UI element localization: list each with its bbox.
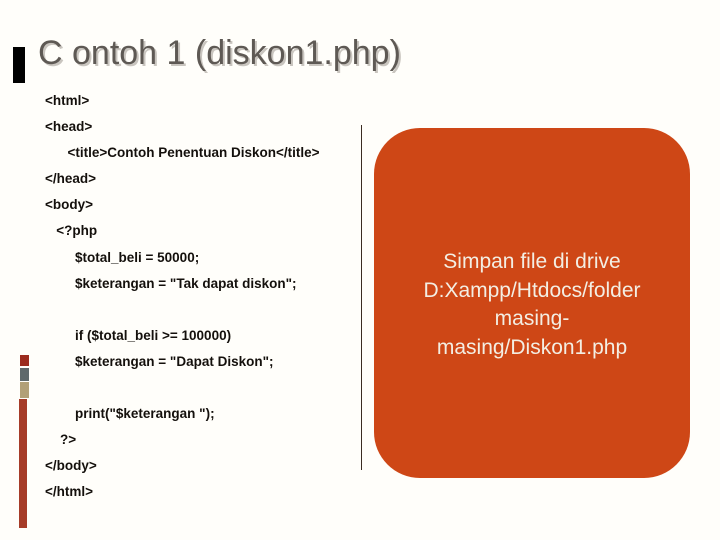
- decor-square-gray: [20, 368, 29, 381]
- code-line: <html>: [45, 93, 90, 108]
- code-line: </body>: [45, 458, 97, 474]
- code-line: $keterangan = "Dapat Diskon";: [45, 353, 274, 369]
- code-line: if ($total_beli >= 100000): [45, 327, 232, 343]
- code-block: <html> <head> <title>Contoh Penentuan Di…: [45, 88, 360, 506]
- note-box-line: Simpan file di drive: [443, 250, 621, 273]
- decor-square-tan: [20, 382, 29, 398]
- code-line: $total_beli = 50000;: [45, 249, 200, 265]
- decor-bar-red: [19, 399, 27, 528]
- code-line: <?php: [45, 223, 98, 239]
- code-line: $keterangan = "Tak dapat diskon";: [45, 275, 297, 291]
- code-line: </html>: [45, 484, 94, 500]
- code-line: <title>Contoh Penentuan Diskon</title>: [45, 145, 320, 161]
- code-line: </head>: [45, 171, 97, 187]
- code-line: print("$keterangan ");: [45, 406, 215, 422]
- code-line: ?>: [45, 432, 77, 448]
- code-line: [45, 375, 360, 401]
- code-line: <head>: [45, 119, 93, 135]
- divider-line: [361, 125, 362, 470]
- code-line: [45, 297, 360, 323]
- note-box: Simpan file di drive D:Xampp/Htdocs/fold…: [374, 128, 690, 478]
- code-line: <body>: [45, 197, 94, 213]
- note-box-line: masing/Diskon1.php: [436, 335, 628, 359]
- note-box-line: D:Xampp/Htdocs/folder: [423, 278, 641, 302]
- page-title: C ontoh 1 (diskon1.php): [38, 34, 401, 72]
- note-box-line: masing-: [494, 307, 570, 330]
- title-bullet: [13, 47, 25, 83]
- decor-square-red: [20, 355, 29, 366]
